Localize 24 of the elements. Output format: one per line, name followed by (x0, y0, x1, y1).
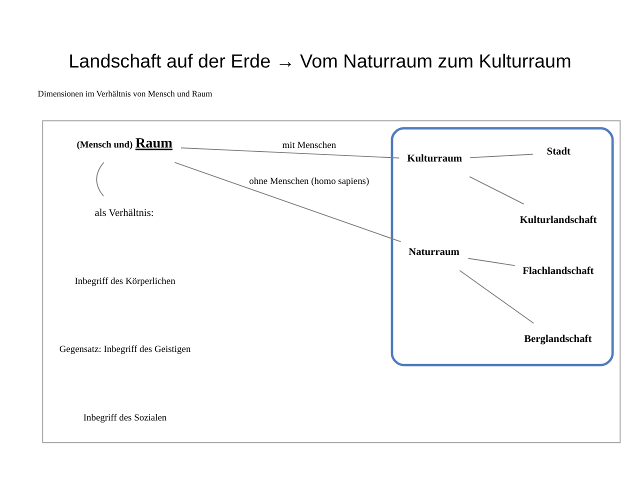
node-text: Kulturlandschaft (520, 214, 597, 226)
label: Gegensatz: Inbegriff des Geistigen (59, 344, 191, 355)
node-text: als Verhältnis: (94, 208, 154, 219)
node-text: Berglandschaft (524, 334, 592, 345)
connector (174, 161, 402, 242)
cluster (42, 120, 621, 443)
diagram-title: Landschaft auf der Erde → Vom Naturraum zum Kulturraum (68, 51, 572, 72)
connector (459, 270, 534, 324)
connector (469, 176, 524, 204)
connector (96, 161, 104, 196)
node-text: Stadt (546, 146, 571, 158)
node-text: Flachlandschaft (522, 265, 594, 276)
connector (469, 153, 534, 158)
caption: Dimensionen im Verhältnis von Mensch und Raum (38, 88, 212, 98)
label: Inbegriff des Körperlichen (74, 276, 176, 287)
connector (180, 146, 400, 158)
edge-label: mit Menschen (282, 140, 336, 151)
cluster (390, 126, 614, 366)
node-text: Naturraum (408, 246, 460, 258)
edge-label: ohne Menschen (homo sapiens) (249, 176, 370, 187)
connector (468, 257, 516, 266)
node-text: Kulturraum (407, 152, 462, 164)
node-text: (Mensch und) Raum (76, 135, 172, 152)
label: Inbegriff des Sozialen (83, 412, 167, 423)
